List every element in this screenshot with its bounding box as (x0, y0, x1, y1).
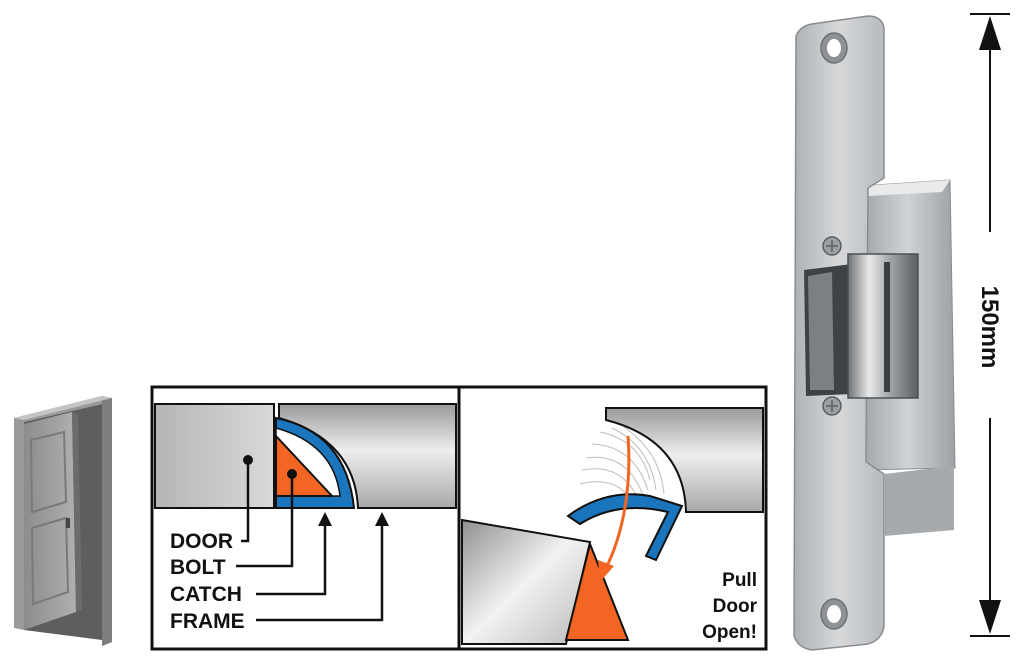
motion-trail (579, 425, 665, 509)
caption-line-2: Door (713, 596, 758, 617)
label-frame: FRAME (170, 610, 245, 633)
frame-block-open (605, 407, 764, 513)
dimension-line: 150mm (970, 13, 1010, 637)
label-door: DOOR (170, 530, 233, 553)
door-icon (14, 396, 112, 646)
caption-line-1: Pull (722, 570, 757, 591)
dimension-label: 150mm (976, 286, 1003, 369)
locked-diagram-panel: DOOR BOLT CATCH FRAME (150, 385, 461, 651)
door-block-open (461, 518, 592, 645)
electric-strike-photo (793, 15, 956, 651)
released-diagram-panel: Pull Door Open! (457, 385, 768, 651)
caption-line-3: Open! (702, 622, 757, 643)
keeper (847, 253, 919, 399)
bolt-open (564, 540, 630, 641)
door-block (154, 403, 275, 509)
catch-rotated (566, 493, 684, 562)
bolt-shape (275, 433, 335, 497)
label-bolt: BOLT (170, 556, 226, 579)
label-catch: CATCH (170, 583, 242, 606)
